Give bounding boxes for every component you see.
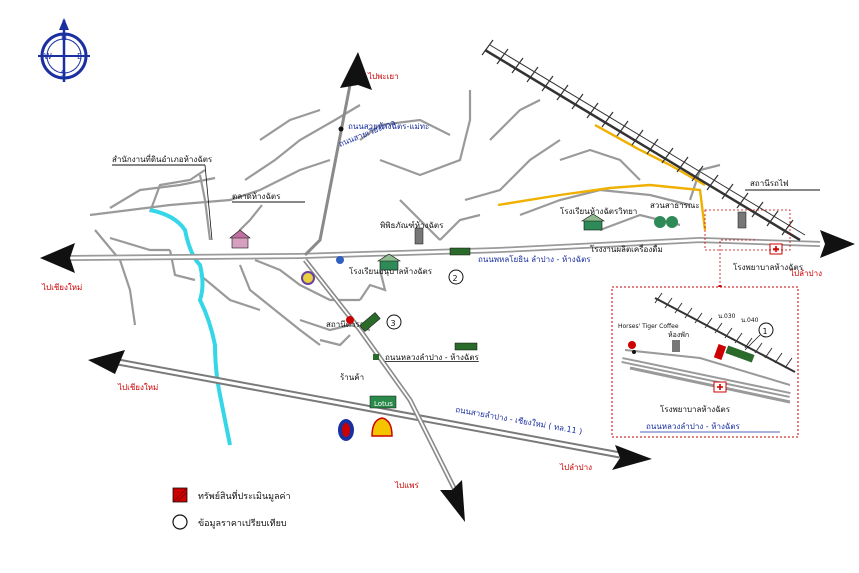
marker-2: 2: [448, 269, 464, 285]
inset-cafe-label: Horses' Tiger Coffee: [618, 323, 679, 330]
legend-label-compare: ข้อมูลราคาเปรียบเทียบ: [198, 518, 287, 529]
label-market: ตลาดห้างฉัตร: [232, 192, 281, 201]
landmark-icon: [336, 256, 344, 264]
label-main-highway: ถนนพหลโยธิน ลำปาง - ห้างฉัตร: [478, 254, 591, 264]
main-highway: [69, 236, 821, 261]
shell-logo-icon: [371, 417, 393, 437]
inset-station-label: ห้องพัก: [668, 331, 689, 339]
seal-icon: [301, 271, 315, 285]
railway: [481, 39, 806, 242]
bypass-road: [117, 358, 621, 459]
arrow-west-icon: [40, 243, 75, 273]
marker-3: 3: [386, 314, 402, 330]
inset-train-icon: [725, 345, 755, 363]
station-building-icon: [737, 211, 747, 229]
compass-icon: N E S W: [38, 18, 90, 82]
ptt-logo-icon: [338, 419, 354, 441]
lotus-label: Lotus: [374, 400, 393, 408]
lotus-sign-icon: [369, 395, 397, 409]
circle-icon: [172, 514, 188, 530]
label-police: สถานีตำรวจ: [326, 320, 369, 329]
label-park: สวนสาธารณะ: [650, 201, 700, 210]
police-icon: [346, 316, 354, 324]
museum-building-icon: [414, 227, 424, 245]
arrow-south-icon: [440, 480, 465, 522]
shop-icon: [373, 354, 379, 360]
svg-text:2: 2: [453, 274, 458, 283]
arrow-southwest-icon: [88, 350, 125, 374]
yellow-roads: [497, 123, 707, 231]
label-school-1: โรงเรียนห้างฉัตรวิทยา: [560, 206, 637, 216]
arrow-east-icon: [820, 230, 855, 258]
legend: ทรัพย์สินที่ประเมินมูลค่า ข้อมูลราคาเปรี…: [172, 487, 291, 530]
inset-title: ถนนหลวงลำปาง - ห้างฉัตร: [646, 422, 741, 431]
arrow-southeast-icon: [612, 445, 652, 470]
compass-s: S: [61, 69, 66, 78]
label-north-branch: ถนนสายห้างฉัตร-แม่ทะ: [348, 122, 429, 131]
label-district-office: สำนักงานที่ดินอำเภอห้างฉัตร: [112, 153, 213, 164]
inset-hospital-label: โรงพยาบาลห้างฉัตร: [660, 404, 731, 414]
label-factory: โรงงานผลิตเครื่องดื่ม: [590, 243, 663, 254]
inset-map: 1 Horses' Tiger Coffee ห้องพัก น.030 น.0…: [611, 286, 799, 438]
inset-building-icon: [672, 340, 680, 352]
bus-2-icon: [454, 342, 478, 351]
inset-marker-1: 1: [758, 322, 774, 338]
school-2-icon: [376, 253, 402, 271]
label-train-station: สถานีรถไฟ: [750, 179, 789, 188]
label-west: ไปเชียงใหม่: [41, 283, 82, 292]
label-east: ไปลำปาง: [789, 269, 822, 278]
compass-e: E: [77, 52, 82, 61]
compass-w: W: [44, 52, 52, 61]
bus-icon: [449, 247, 471, 256]
north-south-roads: [303, 84, 458, 492]
svg-text:3: 3: [391, 319, 396, 328]
label-school-2: โรงเรียนอนุบาลห้างฉัตร: [349, 266, 433, 276]
label-southwest: ไปเชียงใหม่: [117, 383, 158, 392]
train-car-icon: [359, 312, 381, 332]
market-icon: [229, 229, 251, 249]
school-icon: [580, 213, 606, 231]
arrow-north-icon: [340, 52, 372, 90]
label-bypass: ถนนสายลำปาง - เชียงใหม่ ( ทล.11 ): [455, 405, 583, 436]
label-side-road: ถนนหลวงลำปาง - ห้างฉัตร: [385, 353, 480, 362]
compass-n: N: [61, 33, 67, 42]
label-south: ไปแพร่: [394, 481, 420, 490]
label-north: ไปพะเยา: [367, 72, 399, 81]
label-shop: ร้านค้า: [340, 373, 364, 382]
legend-label-property: ทรัพย์สินที่ประเมินมูลค่า: [198, 489, 291, 502]
label-museum: พิพิธภัณฑ์ห้างฉัตร: [380, 220, 444, 230]
svg-text:1: 1: [763, 327, 768, 336]
label-southeast: ไปลำปาง: [559, 463, 592, 472]
label-hospital: โรงพยาบาลห้างฉัตร: [733, 262, 804, 272]
river: [149, 208, 232, 446]
inset-cafe-icon: [628, 341, 636, 349]
inset-label-a: น.030: [718, 313, 736, 320]
direction-arrows: [40, 52, 855, 522]
inset-label-b: น.040: [741, 317, 759, 324]
minor-roads: [89, 90, 721, 347]
park-icon: [654, 216, 678, 228]
subject-property-icon: [713, 344, 727, 360]
